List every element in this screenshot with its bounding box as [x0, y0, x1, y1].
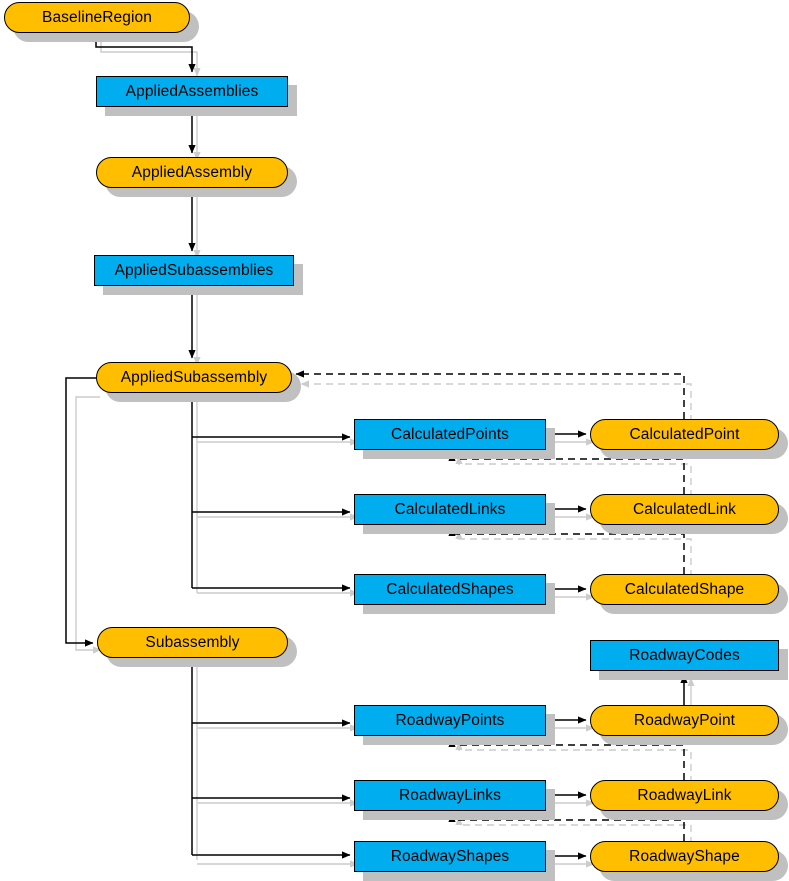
edge-roadwaylink-roadwaypoints: [448, 738, 685, 780]
node-roadway-shape[interactable]: RoadwayShape: [590, 841, 779, 872]
node-label-subassembly: Subassembly: [145, 633, 240, 651]
node-label-calculated-shapes: CalculatedShapes: [386, 580, 514, 598]
node-label-applied-subassembly: AppliedSubassembly: [120, 368, 268, 386]
node-subassembly[interactable]: Subassembly: [97, 627, 288, 658]
node-calculated-points[interactable]: CalculatedPoints: [354, 419, 546, 450]
node-roadway-shapes[interactable]: RoadwayShapes: [354, 841, 546, 872]
node-label-roadway-shapes: RoadwayShapes: [390, 847, 510, 865]
node-calculated-shape[interactable]: CalculatedShape: [590, 574, 779, 605]
node-label-roadway-points: RoadwayPoints: [395, 711, 505, 729]
node-label-calculated-link: CalculatedLink: [632, 500, 737, 518]
node-label-calculated-shape: CalculatedShape: [624, 580, 745, 598]
node-roadway-point[interactable]: RoadwayPoint: [590, 705, 779, 736]
edge-appliedsubassembly-subassembly: [65, 377, 96, 647]
node-label-baseline-region: BaselineRegion: [42, 8, 152, 26]
node-label-roadway-point: RoadwayPoint: [633, 711, 736, 729]
node-calculated-point[interactable]: CalculatedPoint: [590, 419, 779, 450]
edge-calculatedpoint-appliedsubassembly: [295, 370, 685, 419]
node-label-roadway-codes: RoadwayCodes: [629, 646, 740, 664]
node-label-calculated-point: CalculatedPoint: [629, 425, 740, 443]
node-applied-assemblies[interactable]: AppliedAssemblies: [96, 76, 288, 107]
node-calculated-shapes[interactable]: CalculatedShapes: [354, 574, 546, 605]
node-roadway-codes[interactable]: RoadwayCodes: [590, 640, 779, 671]
node-roadway-link[interactable]: RoadwayLink: [590, 780, 779, 811]
edge-calculatedlink-calculatedpoints: [448, 452, 685, 494]
edge-calculatedshape-calculatedlinks: [448, 527, 685, 574]
node-label-roadway-links: RoadwayLinks: [398, 786, 501, 804]
node-label-applied-subassemblies: AppliedSubassemblies: [114, 261, 274, 279]
node-calculated-links[interactable]: CalculatedLinks: [354, 494, 546, 525]
node-label-roadway-shape: RoadwayShape: [629, 847, 740, 865]
node-applied-subassembly[interactable]: AppliedSubassembly: [96, 362, 292, 393]
node-applied-assembly[interactable]: AppliedAssembly: [96, 157, 288, 188]
node-calculated-link[interactable]: CalculatedLink: [590, 494, 779, 525]
node-applied-subassemblies[interactable]: AppliedSubassemblies: [94, 255, 294, 286]
node-label-calculated-points: CalculatedPoints: [391, 425, 509, 443]
node-roadway-links[interactable]: RoadwayLinks: [354, 780, 546, 811]
node-baseline-region[interactable]: BaselineRegion: [4, 2, 190, 33]
node-label-roadway-link: RoadwayLink: [637, 786, 732, 804]
node-roadway-points[interactable]: RoadwayPoints: [354, 705, 546, 736]
node-label-applied-assemblies: AppliedAssemblies: [125, 82, 259, 100]
node-label-applied-assembly: AppliedAssembly: [131, 163, 253, 181]
node-label-calculated-links: CalculatedLinks: [394, 500, 506, 518]
